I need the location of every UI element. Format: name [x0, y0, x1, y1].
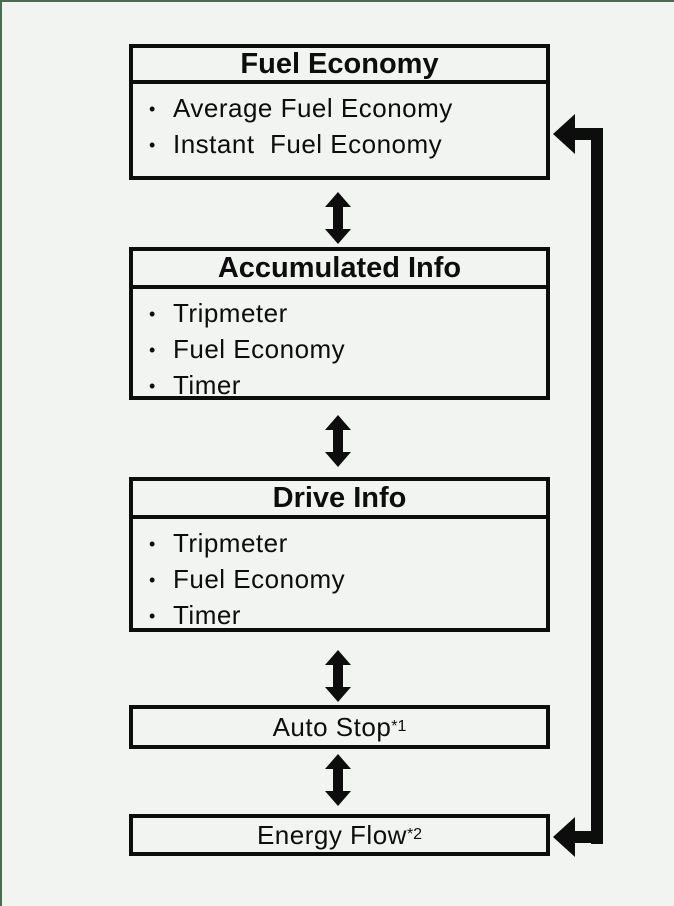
list-item: • Tripmeter	[149, 296, 540, 332]
list-item-label: Tripmeter	[173, 298, 288, 328]
bidirectional-arrow-icon	[325, 415, 351, 467]
bullet-icon: •	[149, 135, 156, 155]
list-item-label: Fuel Economy	[173, 334, 346, 364]
mode-box-accumulated-info: Accumulated Info • Tripmeter • Fuel Econom…	[129, 247, 550, 400]
mode-item-list: • Tripmeter • Fuel Economy • Timer	[133, 289, 546, 404]
list-item-label: Timer	[173, 600, 241, 630]
box-title: Fuel Economy	[133, 48, 546, 84]
bullet-icon: •	[149, 534, 156, 554]
list-item: • Fuel Economy	[149, 562, 540, 598]
list-item: • Fuel Economy	[149, 332, 540, 368]
bullet-icon: •	[149, 606, 156, 626]
box-title: Accumulated Info	[133, 251, 546, 289]
mode-box-drive-info: Drive Info • Tripmeter • Fuel Economy • Tim…	[129, 477, 550, 632]
mode-box-energy-flow: Energy Flow*2	[129, 814, 550, 856]
list-item-label: Timer	[173, 370, 241, 400]
list-item-label: Fuel Economy	[173, 564, 346, 594]
list-item: • Tripmeter	[149, 526, 540, 562]
box-title: Energy Flow	[256, 819, 407, 850]
bullet-icon: •	[149, 340, 156, 360]
left-arrowhead-icon	[553, 114, 575, 154]
mode-box-auto-stop: Auto Stop*1	[129, 705, 550, 749]
list-item: • Instant Fuel Economy	[149, 127, 540, 163]
box-title: Drive Info	[133, 481, 546, 519]
bidirectional-arrow-icon	[325, 650, 351, 702]
list-item: • Average Fuel Economy	[149, 91, 540, 127]
bullet-icon: •	[149, 304, 156, 324]
mode-item-list: • Tripmeter • Fuel Economy • Timer	[133, 519, 546, 634]
left-arrowhead-icon	[553, 817, 575, 857]
bidirectional-arrow-icon	[325, 192, 351, 244]
mode-item-list: • Average Fuel Economy • Instant Fuel Econ…	[133, 84, 546, 163]
bidirectional-arrow-icon	[325, 754, 351, 806]
connector-bottom-segment	[572, 831, 603, 843]
connector-top-segment	[572, 128, 603, 140]
list-item-label: Tripmeter	[173, 528, 288, 558]
box-title: Auto Stop	[272, 711, 392, 742]
list-item: • Timer	[149, 598, 540, 634]
bullet-icon: •	[149, 570, 156, 590]
list-item-label: Instant Fuel Economy	[173, 129, 443, 159]
bullet-icon: •	[149, 376, 156, 396]
list-item-label: Average Fuel Economy	[173, 93, 453, 123]
bullet-icon: •	[149, 99, 156, 119]
mode-box-fuel-economy: Fuel Economy • Average Fuel Economy • Inst…	[129, 44, 550, 180]
list-item: • Timer	[149, 368, 540, 404]
connector-vertical-line	[591, 128, 603, 844]
